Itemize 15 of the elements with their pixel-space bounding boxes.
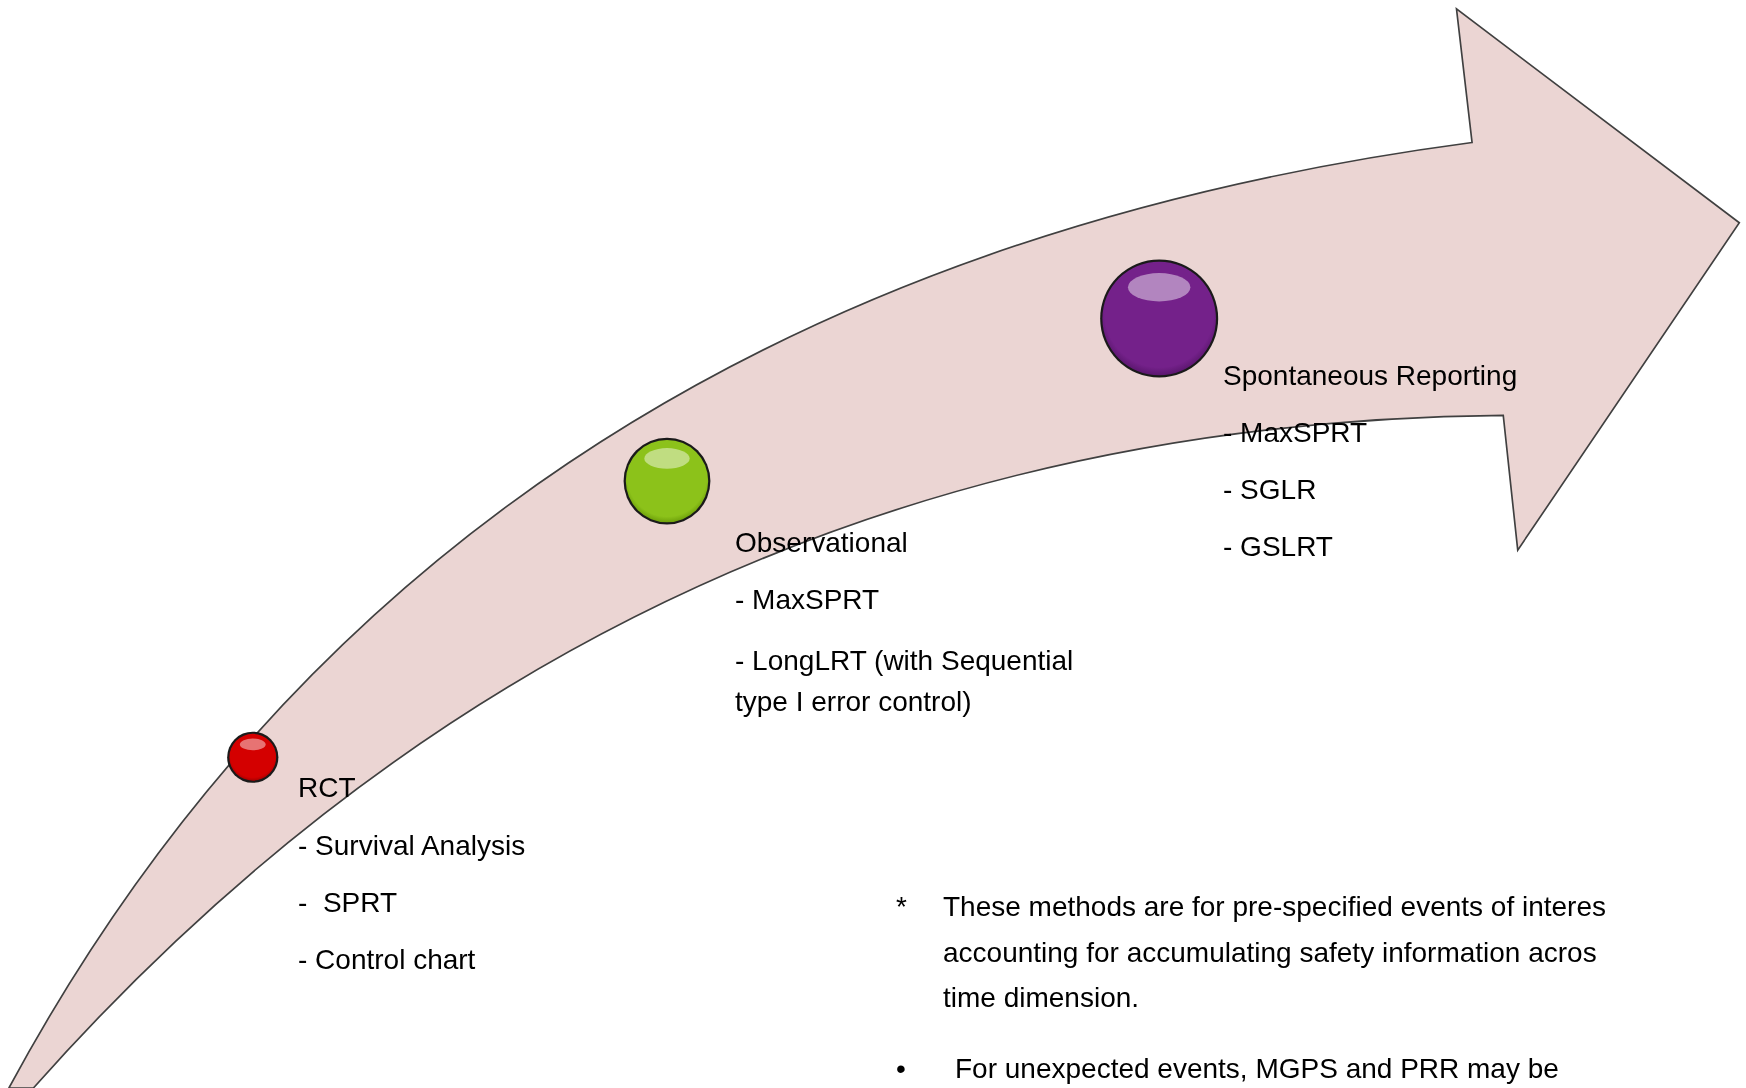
text-label: RCT <box>298 771 356 805</box>
text-label: • <box>896 1052 906 1086</box>
text-label: - SGLR <box>1223 473 1317 507</box>
method-note: - LongLRT (with Sequential type I error control) <box>735 644 1075 719</box>
text-label: - GSLRT <box>1223 530 1333 564</box>
text-label: accounting for accumulating safety information acros <box>943 936 1597 970</box>
text-label: - SPRT <box>298 886 398 920</box>
text-label: * <box>896 890 907 924</box>
text-label: For unexpected events, MGPS and PRR may be <box>955 1052 1559 1086</box>
text-label: - Survival Analysis <box>298 829 526 863</box>
text-label: - Control chart <box>298 943 476 977</box>
text-label: time dimension. <box>943 981 1140 1015</box>
text-label: Spontaneous Reporting <box>1223 359 1518 393</box>
text-label: These methods are for pre-specified events of interes <box>943 890 1606 924</box>
text-label: - MaxSPRT <box>735 583 880 617</box>
